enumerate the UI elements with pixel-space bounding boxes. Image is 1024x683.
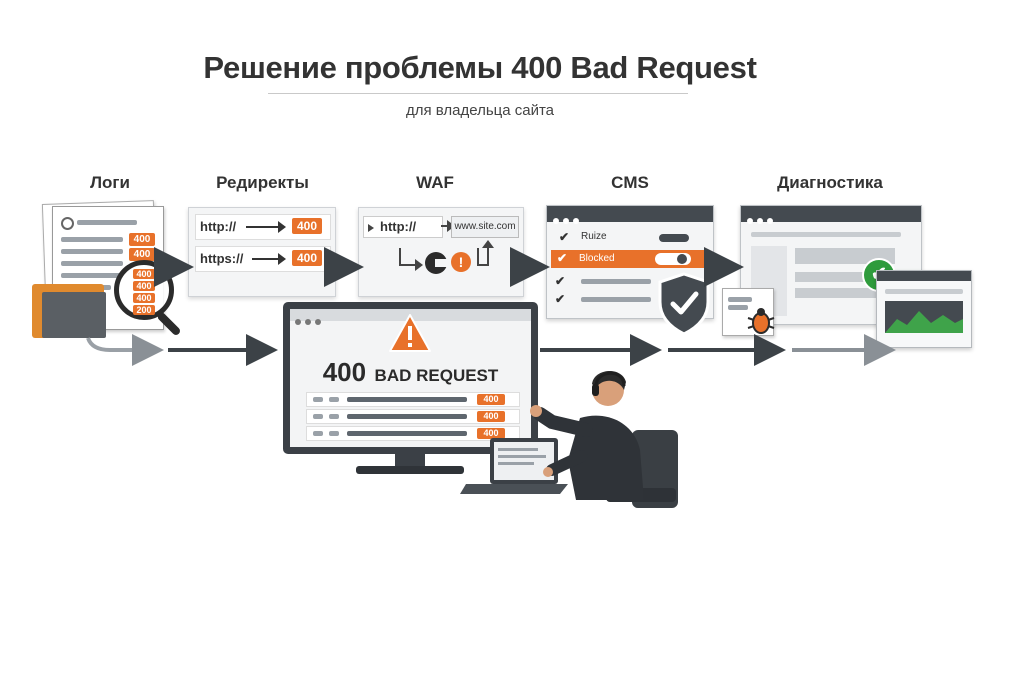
window-chrome [547, 206, 713, 224]
monitor-screen: 400 BAD REQUEST 400 400 400 [290, 309, 531, 447]
step-label-diagnostics: Диагностика [777, 173, 883, 192]
block-icon [425, 252, 447, 274]
waf-scheme: http:// [380, 219, 417, 234]
window-chrome [741, 206, 921, 224]
page-title: Решение проблемы 400 Bad Request [203, 50, 757, 85]
warning-triangle-icon [389, 314, 431, 352]
error-code: 400 [322, 357, 367, 387]
redirect-scheme: http:// [200, 219, 237, 234]
redirects-panel: http:// 400 https:// 400 [188, 207, 336, 297]
cms-rule-row: ✔ Ruize [551, 230, 709, 246]
cms-rule-label: Ruize [581, 231, 607, 242]
person-illustration [460, 370, 678, 508]
lens-code: 200 [133, 305, 155, 315]
check-icon: ✔ [559, 230, 570, 244]
cms-blocked-label: Blocked [579, 253, 615, 264]
cms-panel: ✔ Ruize ✔ Blocked ✔ ✔ [546, 205, 714, 319]
row-code: 400 [477, 394, 505, 405]
flow-line-start [86, 334, 164, 366]
lens-code: 400 [133, 293, 155, 303]
lens-code: 400 [133, 269, 155, 279]
window-chrome [877, 271, 971, 281]
check-icon: ✔ [557, 251, 568, 265]
logs-panel: 400 400 400 400 400 200 [30, 198, 182, 338]
blocked-toggle[interactable] [655, 253, 691, 265]
page-subtitle: для владельца сайта [405, 102, 555, 119]
error-row: 400 [306, 392, 520, 407]
warning-icon: ! [451, 252, 471, 272]
log-code: 400 [129, 248, 155, 261]
check-icon: ✔ [555, 292, 566, 306]
arrow-right-icon [278, 221, 286, 233]
check-icon: ✔ [555, 274, 566, 288]
lens-code: 400 [133, 281, 155, 291]
monitor-neck [395, 454, 425, 468]
log-code: 400 [129, 233, 155, 246]
redirect-code: 400 [292, 250, 322, 266]
arrow-right-icon [278, 253, 286, 265]
cms-blocked-row: ✔ Blocked [551, 250, 707, 268]
error-row: 400 [306, 426, 520, 441]
chart-icon [885, 301, 963, 333]
log-icon [61, 217, 74, 230]
bug-icon [747, 308, 775, 334]
shield-icon [658, 272, 710, 336]
redirect-scheme: https:// [200, 251, 244, 266]
waf-domain: www.site.com [451, 216, 519, 238]
redirect-row: https:// 400 [195, 246, 331, 272]
error-row: 400 [306, 409, 520, 424]
waf-panel: http:// www.site.com ! [358, 207, 524, 297]
error-heading: 400 BAD REQUEST [290, 357, 531, 388]
error-text: BAD REQUEST [374, 366, 499, 385]
title-divider [268, 93, 688, 94]
redirect-code: 400 [292, 218, 322, 234]
row-code: 400 [477, 428, 505, 439]
toggle[interactable] [659, 234, 689, 242]
redirect-row: http:// 400 [195, 214, 331, 240]
folder-icon [32, 284, 106, 338]
row-code: 400 [477, 411, 505, 422]
waf-url-box: http:// [363, 216, 443, 238]
main-monitor: 400 BAD REQUEST 400 400 400 [283, 302, 538, 454]
monitor-stand [356, 466, 464, 474]
step-label-waf: WAF [416, 173, 454, 192]
step-label-logs: Логи [90, 173, 130, 192]
step-label-redirects: Редиректы [216, 173, 309, 192]
arrow-up-icon [482, 240, 494, 248]
step-label-cms: CMS [611, 173, 649, 192]
